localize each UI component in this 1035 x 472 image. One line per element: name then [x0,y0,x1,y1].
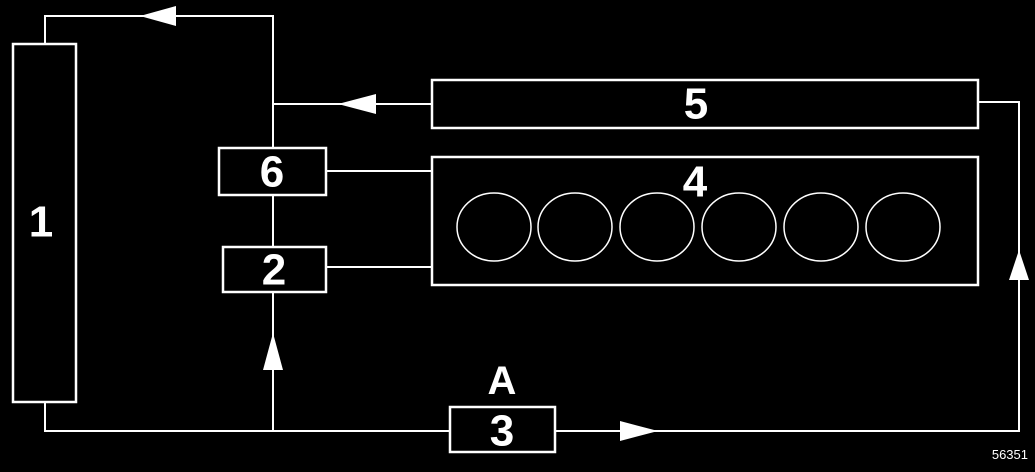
pump-marker-label: A [488,359,517,403]
arrow-left-top-icon [140,6,176,26]
cylinder-head-label: 5 [684,80,708,129]
figure-reference: 56351 [992,447,1028,462]
arrow-left-head-icon [338,94,376,114]
component-engine-block: 4 [430,155,980,287]
engine-block-label: 4 [683,158,708,207]
flow-arrows [140,6,1029,441]
pump-label: 3 [490,407,514,456]
component-thermostat: 2 [221,246,328,295]
thermostat-label: 2 [262,246,286,295]
radiator-label: 1 [29,198,53,247]
component-pump: 3 [448,405,557,456]
cylinder-4 [701,192,777,262]
cylinder-3 [619,192,695,262]
cylinder-6 [865,192,941,262]
line-radiator-top-to-junction [44,15,274,148]
arrow-up-right-icon [1009,250,1029,280]
cylinder-5 [783,192,859,262]
component-radiator: 1 [11,42,78,404]
line-radiator-bottom-to-pump [44,402,450,432]
cylinder-2 [537,192,613,262]
component-housing: 6 [217,146,328,197]
component-cylinder-head: 5 [430,78,980,130]
arrow-right-pump-icon [620,421,658,441]
cylinder-1 [456,192,532,262]
housing-label: 6 [260,148,284,197]
arrow-up-thermostat-icon [263,333,283,370]
